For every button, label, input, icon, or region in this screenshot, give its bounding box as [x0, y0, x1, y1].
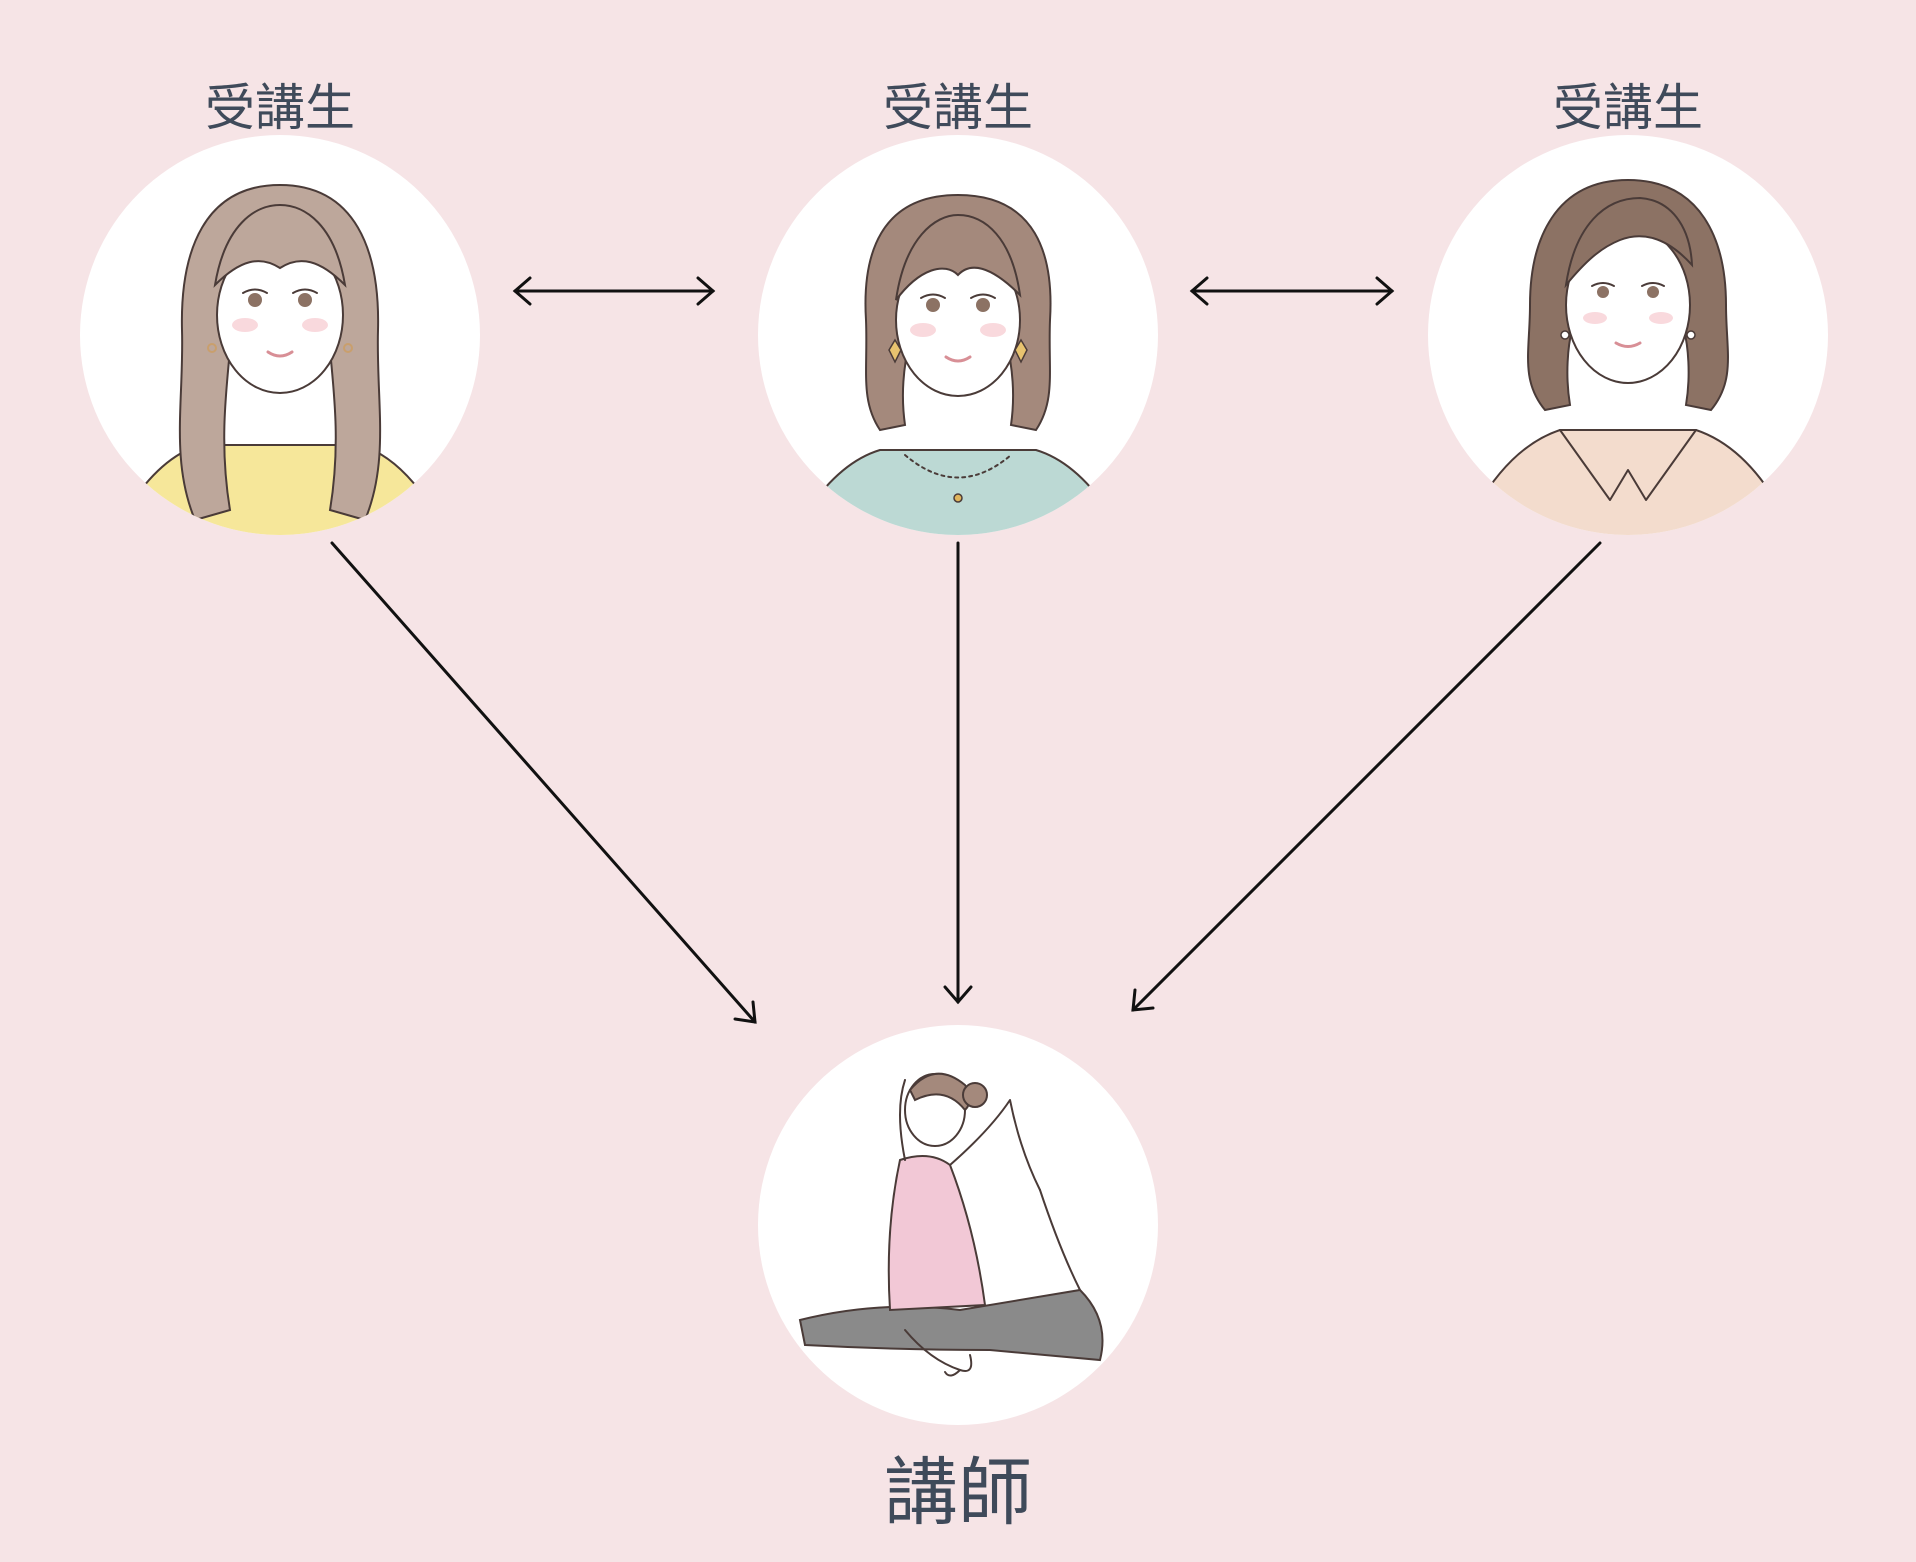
- student-label-center: 受講生: [883, 79, 1033, 137]
- yoga-instructor-avatar-icon: [758, 1025, 1158, 1425]
- arrow-right-to-instructor: [1131, 541, 1602, 1012]
- student-wavy-hair-avatar-icon: [1428, 135, 1828, 535]
- arrow-center-right: [1189, 276, 1395, 306]
- student-label-left: 受講生: [205, 79, 355, 137]
- student-bob-hair-avatar-icon: [758, 135, 1158, 535]
- arrow-left-to-instructor: [330, 541, 757, 1024]
- arrow-left-center: [512, 276, 716, 306]
- student-label-right: 受講生: [1553, 79, 1703, 137]
- instructor-label: 講師: [884, 1450, 1032, 1536]
- student-long-hair-avatar-icon: [80, 135, 480, 535]
- arrow-center-to-instructor: [943, 541, 973, 1005]
